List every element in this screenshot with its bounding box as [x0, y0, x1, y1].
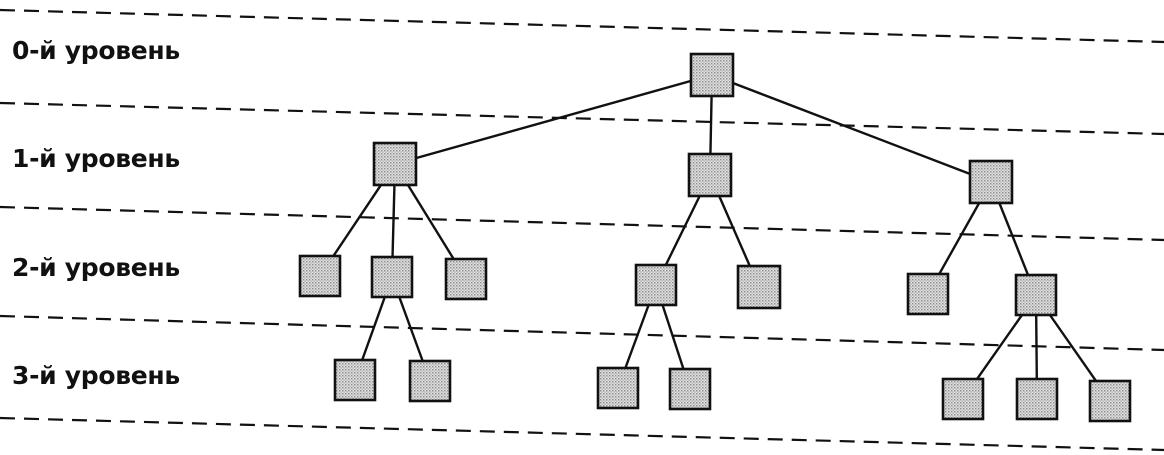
level-label-3: 3-й уровень: [12, 361, 180, 390]
tree-node-level-2-n2f: [906, 272, 950, 316]
tree-nodes: [298, 52, 1132, 423]
tree-node-level-3-n3a: [333, 358, 377, 402]
level-separator-4: [0, 416, 1164, 452]
tree-node-level-3-n3f: [1015, 377, 1059, 421]
tree-node-level-0-n0: [689, 52, 735, 98]
tree-node-level-3-n3e: [941, 377, 985, 421]
tree-node-level-2-n2b: [370, 255, 414, 299]
tree-node-level-3-n3c: [596, 366, 640, 410]
tree-node-level-3-n3g: [1088, 379, 1132, 423]
tree-node-level-3-n3d: [668, 367, 712, 411]
tree-node-level-3-n3b: [408, 359, 452, 403]
level-label-0: 0-й уровень: [12, 36, 180, 65]
tree-node-level-2-n2c: [444, 257, 488, 301]
level-separator-0: [0, 8, 1164, 44]
level-label-2: 2-й уровень: [12, 253, 180, 282]
level-label-1: 1-й уровень: [12, 144, 180, 173]
level-separator-2: [0, 205, 1164, 242]
edge-n0-n1a: [394, 73, 713, 166]
level-separator-3: [0, 314, 1164, 352]
tree-node-level-2-n2e: [736, 264, 782, 310]
tree-node-level-2-n2d: [634, 263, 678, 307]
tree-node-level-1-n1c: [968, 159, 1014, 205]
tree-edges: [319, 73, 1111, 402]
tree-node-level-1-n1a: [372, 141, 418, 187]
level-separator-1: [0, 101, 1164, 136]
edge-n0-n1c: [711, 73, 992, 184]
tree-node-level-2-n2g: [1014, 273, 1058, 317]
tree-node-level-2-n2a: [298, 254, 342, 298]
tree-node-level-1-n1b: [687, 152, 733, 198]
level-separators: [0, 8, 1164, 452]
